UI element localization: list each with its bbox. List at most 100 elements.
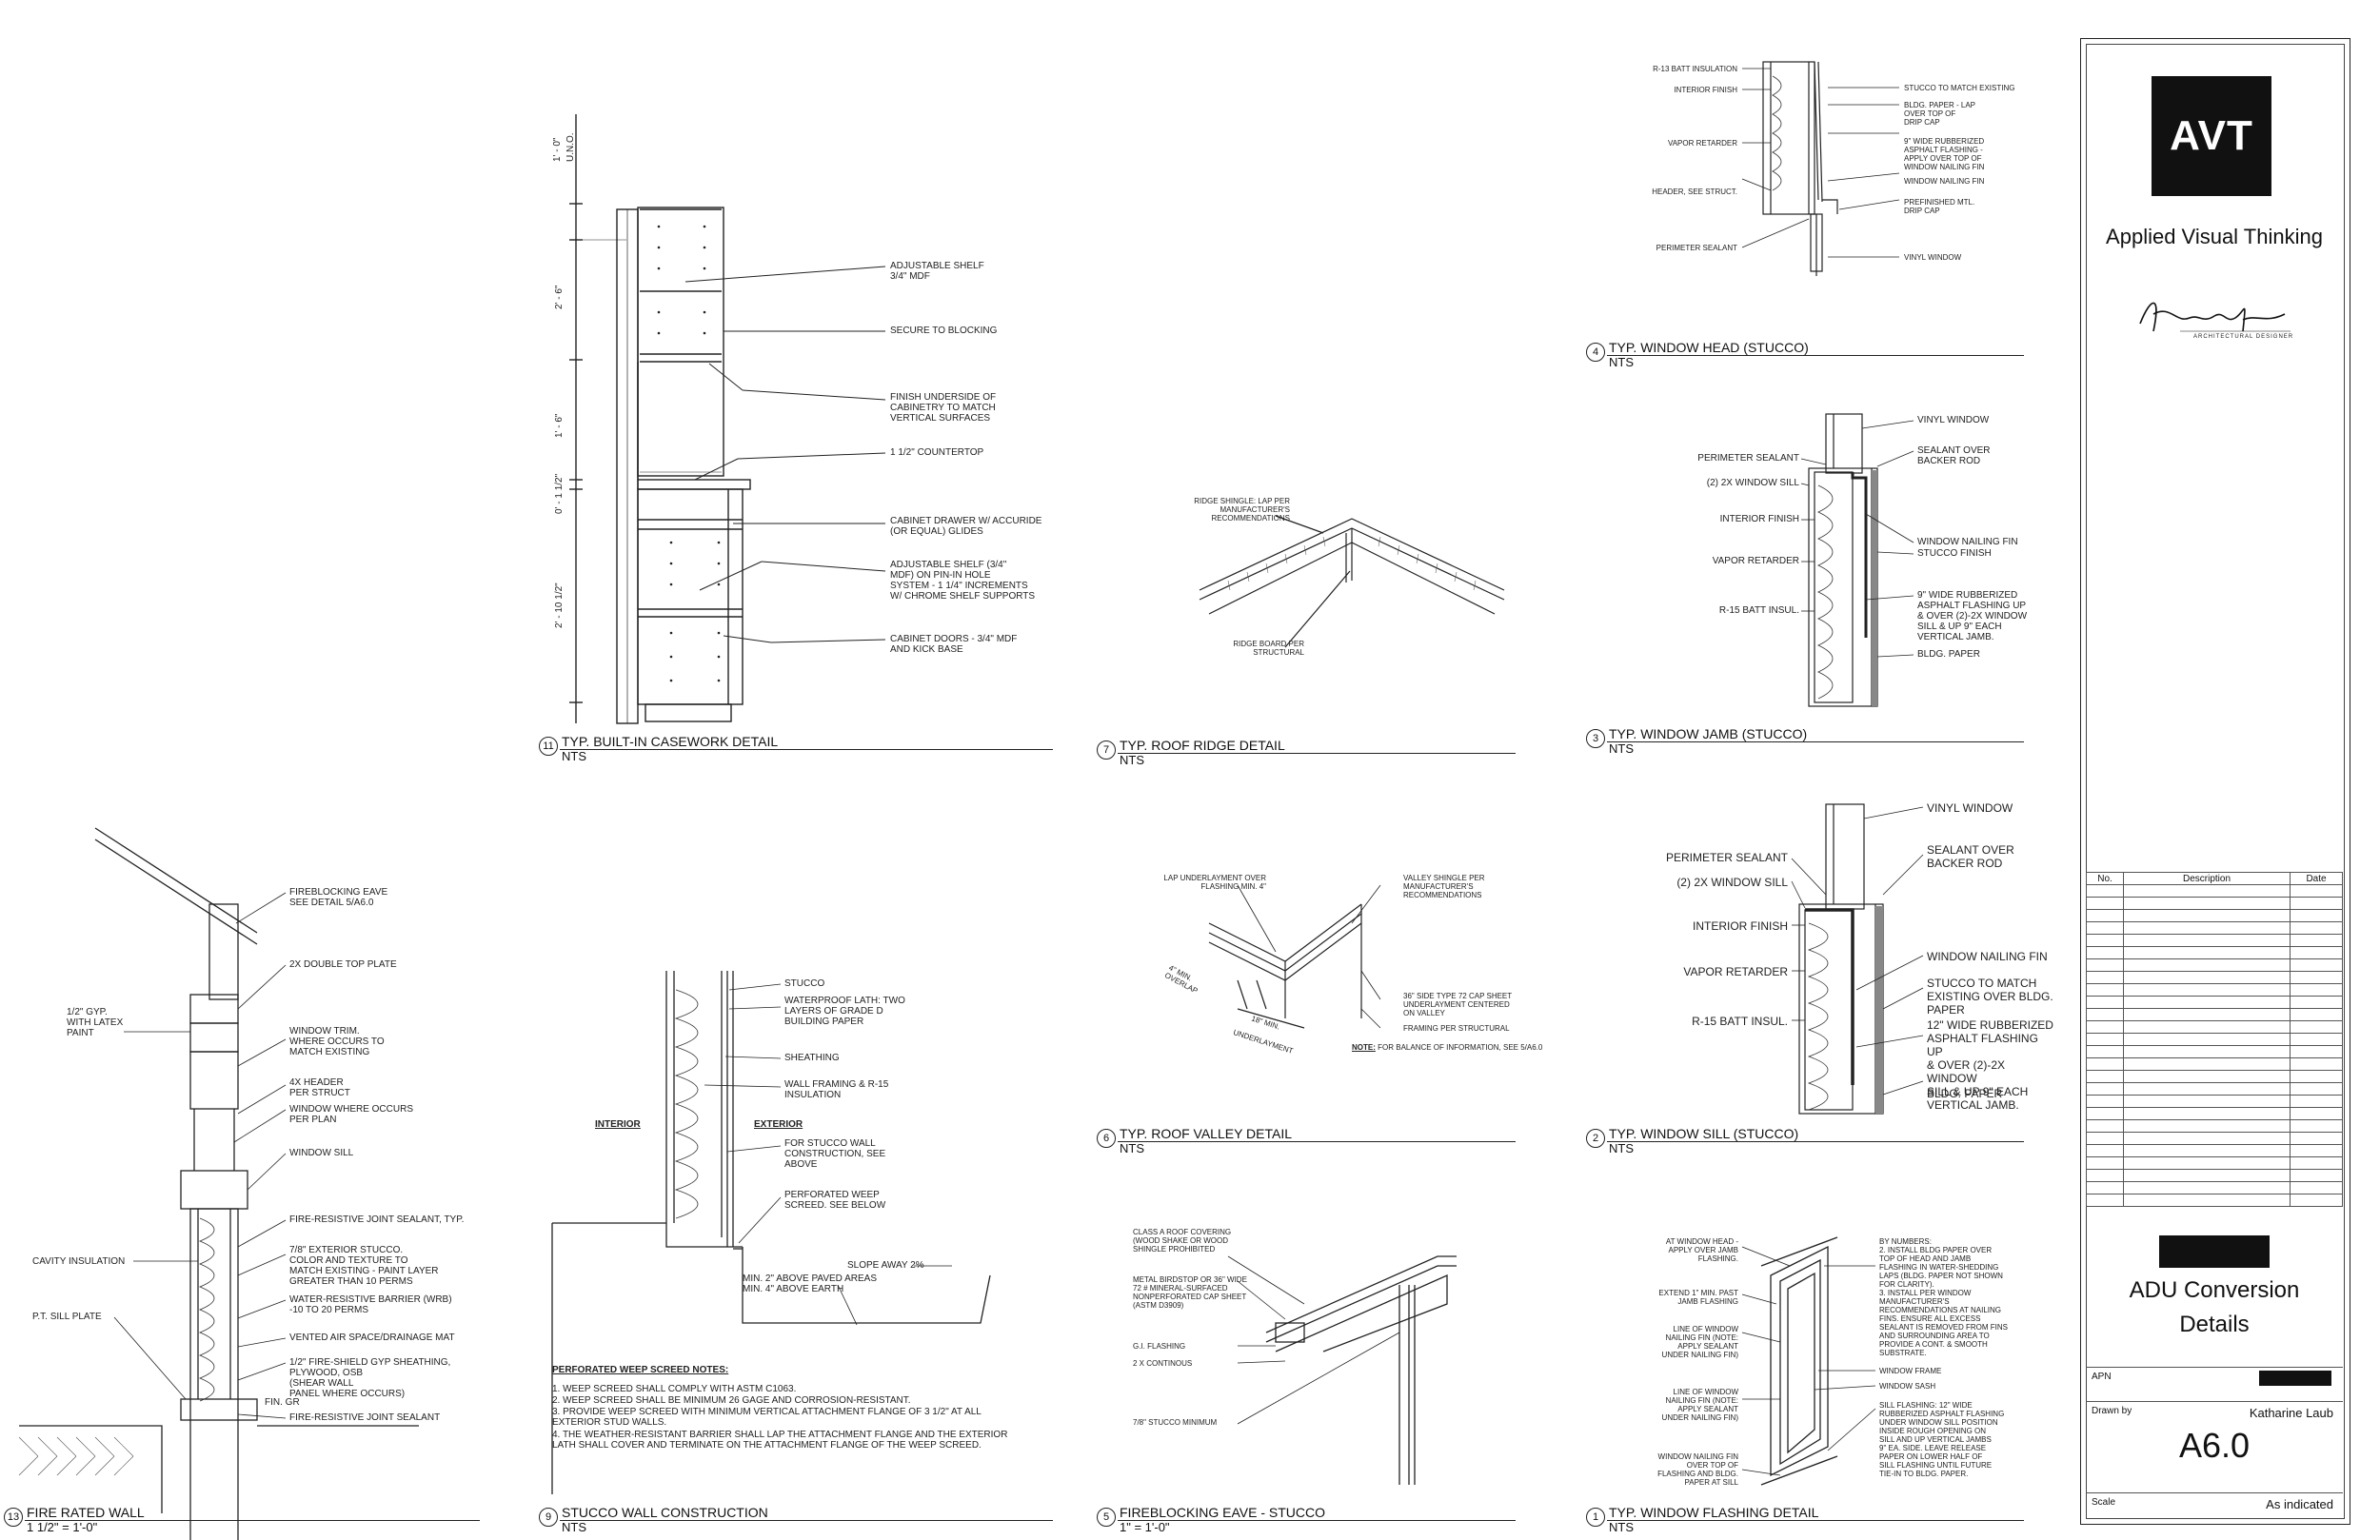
note-finish-underside: FINISH UNDERSIDE OF CABINETRY TO MATCH V…: [890, 392, 997, 424]
revision-cell: [2290, 1020, 2343, 1034]
revision-cell: [2290, 1008, 2343, 1021]
caption-detail-5: 5 FIREBLOCKING EAVE - STUCCO 1" = 1'-0": [1097, 1506, 1516, 1538]
revision-row: [2086, 946, 2343, 959]
note-ridge-shingle: RIDGE SHINGLE: LAP PER MANUFACTURER'S RE…: [1194, 497, 1290, 523]
title-block: [2086, 44, 2345, 1519]
revision-cell: [2086, 884, 2124, 898]
detail-casework: 1' - 0" U.N.O. 2' - 6" 1' - 6" 0' - 1 1/…: [533, 114, 1066, 771]
note-perimeter-sealant: PERIMETER SEALANT: [1656, 244, 1737, 252]
rev-col-description: Description: [2123, 872, 2291, 885]
detail-scale: 1" = 1'-0": [1120, 1520, 1170, 1534]
apn-redaction-bar: [2259, 1371, 2331, 1386]
revision-cell: [2086, 1119, 2124, 1133]
revision-row: [2086, 1033, 2343, 1046]
detail-roof-valley: LAP UNDERLAYMENT OVER FLASHING MIN. 4" V…: [1133, 866, 1561, 1085]
note-stucco: STUCCO: [784, 978, 825, 989]
revision-cell: [2290, 1169, 2343, 1182]
note-sealant-backer: SEALANT OVER BACKER ROD: [1917, 445, 1991, 466]
rev-col-date: Date: [2290, 872, 2343, 885]
detail-number: 7: [1097, 740, 1116, 760]
revision-row: [2086, 884, 2343, 898]
casework-drawing: [569, 114, 886, 724]
note-vinyl-window: VINYL WINDOW: [1904, 253, 1962, 262]
detail-scale: NTS: [1120, 1141, 1144, 1155]
note-balance-label: NOTE: FOR BALANCE OF INFORMATION, SEE 5/…: [1352, 1043, 1542, 1052]
caption-detail-2: 2 TYP. WINDOW SILL (STUCCO) NTS: [1586, 1127, 2024, 1159]
weep-note-4: 4. THE WEATHER-RESISTANT BARRIER SHALL L…: [552, 1430, 1008, 1451]
note-36in-cap: 36" SIDE TYPE 72 CAP SHEET UNDERLAYMENT …: [1403, 992, 1513, 1017]
note-9in-flashing: 9" WIDE RUBBERIZED ASPHALT FLASHING - AP…: [1904, 137, 1985, 171]
note-vinyl-window: VINYL WINDOW: [1917, 415, 1990, 425]
revision-cell: [2290, 921, 2343, 935]
detail-number: 13: [4, 1508, 23, 1527]
revision-cell: [2290, 996, 2343, 1009]
signature-mark: [2139, 302, 2291, 332]
title-block-border: [2080, 38, 2350, 1525]
revision-row: [2086, 958, 2343, 972]
note-2x-sill: (2) 2X WINDOW SILL: [1676, 876, 1788, 889]
revision-cell: [2086, 1045, 2124, 1058]
note-line-nailing-fin-2: LINE OF WINDOW NAILING FIN (NOTE: APPLY …: [1661, 1388, 1738, 1422]
window-flashing-drawing: [1741, 1236, 1876, 1486]
dim-2-10-half: 2' - 10 1/2": [554, 582, 565, 628]
note-2x-continuous: 2 x CONTINOUS: [1133, 1359, 1193, 1368]
dim-1-0: 1' - 0": [552, 137, 563, 162]
caption-detail-3: 3 TYP. WINDOW JAMB (STUCCO) NTS: [1586, 727, 2024, 760]
revision-cell: [2290, 1057, 2343, 1071]
sheet-number: A6.0: [2178, 1426, 2251, 1465]
note-vapor-retarder: VAPOR RETARDER: [1712, 556, 1799, 566]
note-vapor-retarder: VAPOR RETARDER: [1667, 139, 1737, 148]
project-redaction-bar: [2159, 1235, 2270, 1268]
designer-subtitle: ARCHITECTURAL DESIGNER: [2193, 334, 2294, 340]
caption-detail-6: 6 TYP. ROOF VALLEY DETAIL NTS: [1097, 1127, 1516, 1159]
note-for-stucco: FOR STUCCO WALL CONSTRUCTION, SEE ABOVE: [784, 1138, 886, 1170]
revision-cell: [2086, 1082, 2124, 1096]
firm-logo: AVT: [2152, 76, 2271, 196]
revision-cell: [2086, 1144, 2124, 1157]
note-class-a-roof: CLASS A ROOF COVERING (WOOD SHAKE OR WOO…: [1133, 1228, 1232, 1254]
revision-cell: [2123, 1194, 2291, 1207]
revision-cell: [2290, 946, 2343, 959]
detail-scale: NTS: [1609, 355, 1634, 369]
project-line-1: ADU Conversion: [2129, 1277, 2300, 1303]
detail-scale: NTS: [1120, 753, 1144, 767]
note-cabinet-drawer: CABINET DRAWER W/ ACCURIDE (OR EQUAL) GL…: [890, 516, 1042, 537]
scale-value: As indicated: [2266, 1497, 2333, 1511]
note-header: HEADER, SEE STRUCT.: [1652, 188, 1737, 196]
note-by-numbers: BY NUMBERS: 2. INSTALL BLDG PAPER OVER T…: [1879, 1237, 2008, 1357]
dim-1-6: 1' - 6": [554, 413, 565, 438]
note-label: NOTE:: [1352, 1043, 1376, 1052]
revision-row: [2086, 1132, 2343, 1145]
apn-row: APN: [2086, 1367, 2343, 1391]
revision-cell: [2086, 921, 2124, 935]
revision-cell: [2290, 934, 2343, 947]
revision-table: No. Description Date: [2086, 872, 2343, 1207]
note-fin-gr: FIN. GR: [265, 1397, 300, 1408]
dim-2-6: 2' - 6": [554, 285, 565, 309]
detail-title: TYP. ROOF RIDGE DETAIL: [1120, 738, 1285, 753]
note-bldg-paper: BLDG. PAPER: [1917, 649, 1980, 660]
project-line-2: Details: [2179, 1312, 2250, 1337]
revision-cell: [2123, 1082, 2291, 1096]
revision-row: [2086, 971, 2343, 984]
note-cabinet-doors: CABINET DOORS - 3/4" MDF AND KICK BASE: [890, 634, 1018, 655]
roof-valley-drawing: [1208, 884, 1381, 1029]
note-framing: FRAMING PER STRUCTURAL: [1403, 1024, 1510, 1033]
note-stucco-match: STUCCO TO MATCH EXISTING OVER BLDG. PAPE…: [1927, 977, 2053, 1017]
revision-cell: [2086, 971, 2124, 984]
revision-row: [2086, 1144, 2343, 1157]
revision-cell: [2123, 1181, 2291, 1194]
note-balance-text: FOR BALANCE OF INFORMATION, SEE 5/A6.0: [1378, 1043, 1543, 1052]
revision-row: [2086, 983, 2343, 997]
revision-cell: [2290, 1119, 2343, 1133]
note-gi-flashing: G.I. FLASHING: [1133, 1342, 1186, 1351]
revision-row: [2086, 1045, 2343, 1058]
apn-label: APN: [2092, 1372, 2112, 1382]
revision-cell: [2086, 909, 2124, 922]
revision-cell: [2290, 1045, 2343, 1058]
caption-detail-4: 4 TYP. WINDOW HEAD (STUCCO) NTS: [1586, 341, 2024, 373]
revision-cell: [2086, 1181, 2124, 1194]
detail-number: 4: [1586, 343, 1605, 362]
detail-scale: NTS: [562, 749, 586, 763]
note-metal-birdstop: METAL BIRDSTOP OR 36" WIDE 72 # MINERAL-…: [1133, 1275, 1247, 1310]
